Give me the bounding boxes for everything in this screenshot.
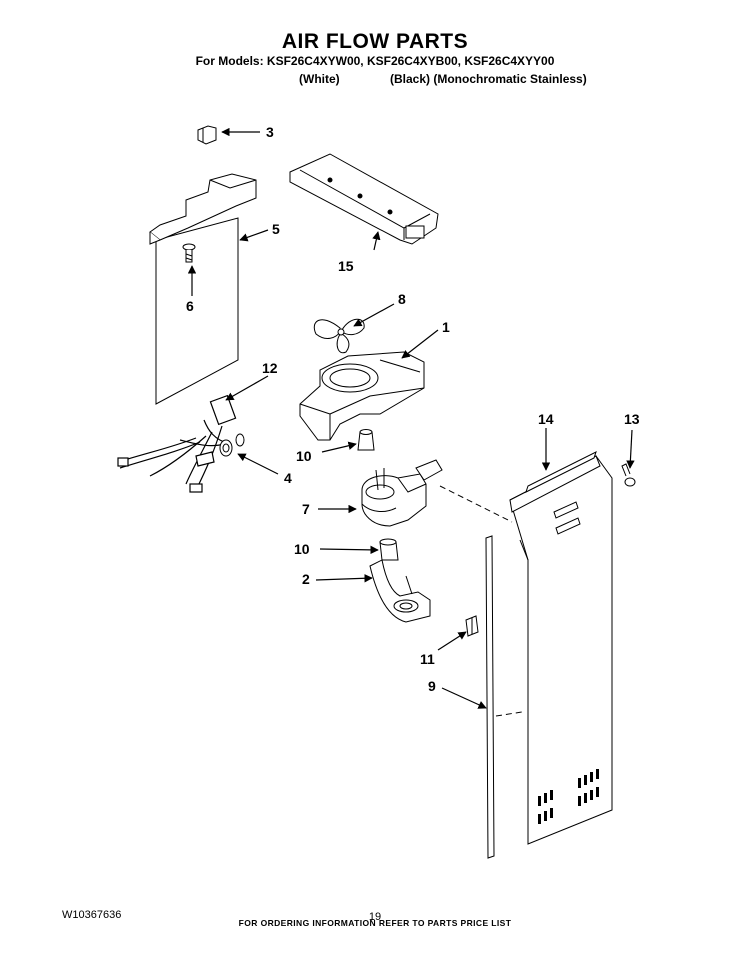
ordering-note: FOR ORDERING INFORMATION REFER TO PARTS … <box>238 918 512 928</box>
part-1-fan-housing <box>299 351 425 441</box>
part-6-screw <box>182 243 196 263</box>
part-9-seal-strip <box>485 535 495 859</box>
callout-9: 9 <box>428 678 436 694</box>
document-number: W10367636 <box>62 909 122 921</box>
callout-14: 14 <box>538 411 554 427</box>
part-2-motor-bracket <box>369 559 431 623</box>
leader-arrows <box>187 127 635 709</box>
callout-4: 4 <box>284 470 292 486</box>
part-10-bushing-upper <box>357 429 375 451</box>
page-number: 19 <box>368 911 382 923</box>
part-4-grommet <box>219 433 245 457</box>
part-5-insulation-panel <box>149 173 257 405</box>
part-12-wire-harness <box>117 394 237 493</box>
finish-white-label: (White) <box>299 72 340 86</box>
part-10-bushing-lower <box>379 538 399 561</box>
finish-black-stainless-label: (Black) (Monochromatic Stainless) <box>390 72 587 86</box>
callout-15: 15 <box>338 258 354 274</box>
part-11-clip <box>465 615 479 637</box>
callout-2: 2 <box>302 571 310 587</box>
callout-8: 8 <box>398 291 406 307</box>
callout-11: 11 <box>420 651 435 667</box>
callout-10-lower: 10 <box>294 541 310 557</box>
callout-13: 13 <box>624 411 640 427</box>
callout-5: 5 <box>272 221 280 237</box>
part-3-clip <box>197 125 217 145</box>
callout-1: 1 <box>442 319 450 335</box>
part-7-motor <box>361 459 443 527</box>
callout-3: 3 <box>266 124 274 140</box>
callout-7: 7 <box>302 501 310 517</box>
callout-6: 6 <box>186 298 194 314</box>
callout-12: 12 <box>262 360 278 376</box>
page-title: AIR FLOW PARTS <box>281 30 469 53</box>
callout-10-upper: 10 <box>296 448 312 464</box>
part-15-cover-rail <box>289 153 439 245</box>
models-line: For Models: KSF26C4XYW00, KSF26C4XYB00, … <box>195 54 555 68</box>
part-13-screw <box>621 463 636 487</box>
alignment-lines <box>439 485 523 717</box>
part-14-duct-cover <box>509 451 613 845</box>
